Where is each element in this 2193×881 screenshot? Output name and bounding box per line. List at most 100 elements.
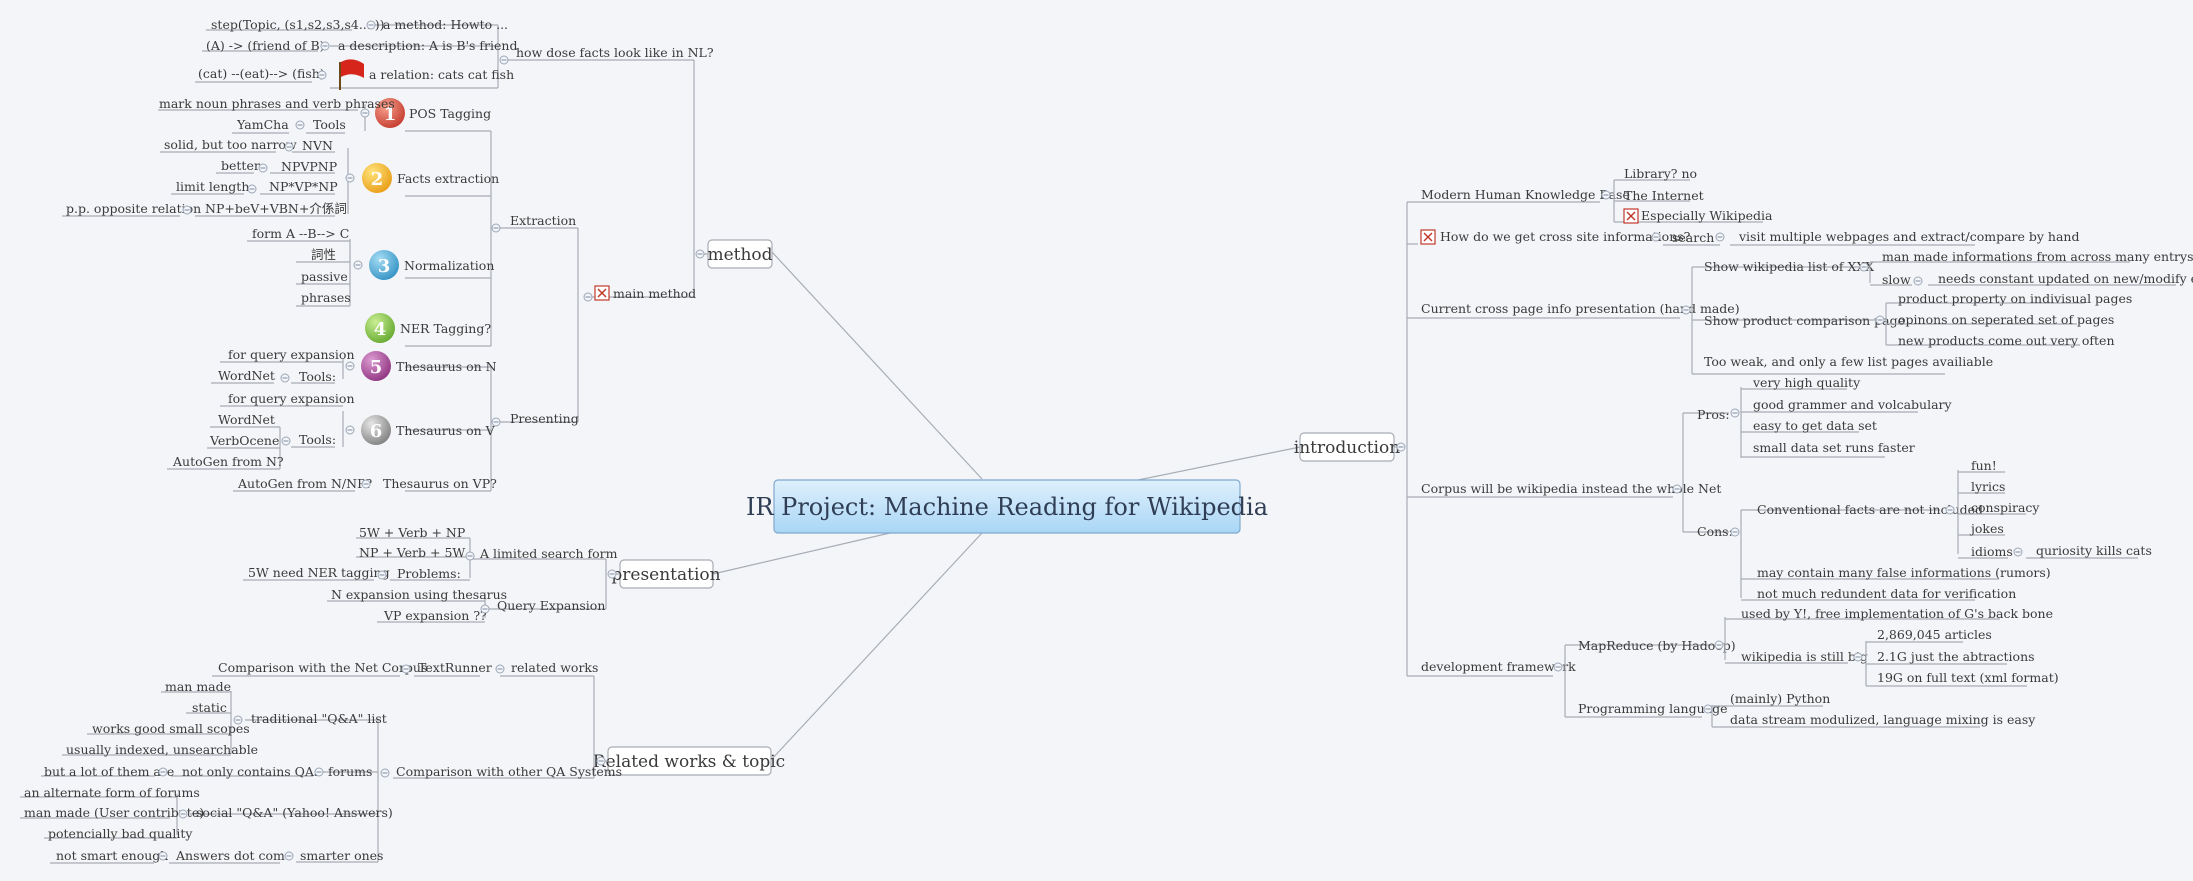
- collapse-toggle-icon[interactable]: [1945, 505, 1955, 515]
- product-page-node[interactable]: Show product comparison page: [1704, 313, 1905, 328]
- thes-n-tools[interactable]: Tools:: [299, 369, 336, 384]
- collapse-toggle-icon[interactable]: [377, 570, 387, 580]
- related-works-node[interactable]: related works: [511, 660, 598, 675]
- pos-tools[interactable]: Tools: [313, 117, 346, 132]
- description-node[interactable]: a description: A is B's friend: [338, 38, 517, 53]
- mapreduce-node[interactable]: MapReduce (by Hadoop): [1578, 638, 1736, 653]
- npvnp[interactable]: NP*VP*NP: [269, 179, 338, 194]
- collapse-toggle-icon[interactable]: [233, 715, 243, 725]
- dev-framework-node[interactable]: development framework: [1421, 659, 1576, 674]
- collapse-toggle-icon[interactable]: [280, 373, 290, 383]
- collapse-toggle-icon[interactable]: [491, 417, 501, 427]
- thes-v-tools[interactable]: Tools:: [299, 432, 336, 447]
- normalization-node[interactable]: Normalization: [404, 258, 494, 273]
- textrunner[interactable]: TextRunner: [418, 660, 492, 675]
- np-rel[interactable]: NP+beV+VBN+介係詞: [205, 201, 347, 216]
- pros-node[interactable]: Pros:: [1697, 407, 1730, 422]
- branch-related-works[interactable]: Related works & topic: [593, 746, 785, 776]
- collapse-toggle-icon[interactable]: [491, 223, 501, 233]
- extraction-node[interactable]: Extraction: [510, 213, 576, 228]
- collapse-toggle-icon[interactable]: [1553, 662, 1563, 672]
- search-node[interactable]: search: [1672, 230, 1714, 245]
- collapse-toggle-icon[interactable]: [353, 260, 363, 270]
- cons-node[interactable]: Cons:: [1697, 524, 1733, 539]
- collapse-toggle-icon[interactable]: [258, 163, 268, 173]
- collapse-toggle-icon[interactable]: [314, 767, 324, 777]
- collapse-toggles[interactable]: [158, 20, 2023, 861]
- collapse-toggle-icon[interactable]: [361, 479, 371, 489]
- collapse-toggle-icon[interactable]: [1672, 484, 1682, 494]
- collapse-toggle-icon[interactable]: [583, 292, 593, 302]
- collapse-toggle-icon[interactable]: [1730, 408, 1740, 418]
- collapse-toggle-icon[interactable]: [1396, 442, 1406, 452]
- collapse-toggle-icon[interactable]: [1913, 276, 1923, 286]
- nl-facts-title[interactable]: how dose facts look like in NL?: [516, 45, 714, 60]
- qa-compare-node[interactable]: Comparison with other QA Systems: [396, 764, 622, 779]
- collapse-toggle-icon[interactable]: [607, 569, 617, 579]
- collapse-toggle-icon[interactable]: [1875, 315, 1885, 325]
- collapse-toggle-icon[interactable]: [2013, 547, 2023, 557]
- pos-tagging-node[interactable]: POS Tagging: [409, 106, 491, 121]
- npvpnp[interactable]: NPVPNP: [281, 159, 337, 174]
- corpus-node[interactable]: Corpus will be wikipedia instead the who…: [1421, 481, 1721, 496]
- collapse-toggle-icon[interactable]: [465, 551, 475, 561]
- collapse-toggle-icon[interactable]: [366, 20, 376, 30]
- collapse-toggle-icon[interactable]: [320, 41, 330, 51]
- collapse-toggle-icon[interactable]: [480, 604, 490, 614]
- collapse-toggle-icon[interactable]: [345, 361, 355, 371]
- collapse-toggle-icon[interactable]: [284, 851, 294, 861]
- slow-node[interactable]: slow: [1882, 272, 1911, 287]
- collapse-toggle-icon[interactable]: [284, 142, 294, 152]
- collapse-toggle-icon[interactable]: [401, 664, 411, 674]
- collapse-toggle-icon[interactable]: [695, 249, 705, 259]
- programming-language-node[interactable]: Programming language: [1578, 701, 1727, 716]
- collapse-toggle-icon[interactable]: [1651, 232, 1661, 242]
- nvn[interactable]: NVN: [302, 138, 333, 153]
- cross-site-node[interactable]: How do we get cross site informations?: [1440, 229, 1691, 244]
- collapse-toggle-icon[interactable]: [1853, 652, 1863, 662]
- ner-tagging-node[interactable]: NER Tagging?: [400, 321, 491, 336]
- collapse-toggle-icon[interactable]: [1730, 527, 1740, 537]
- problems-node[interactable]: Problems:: [397, 566, 461, 581]
- collapse-toggle-icon[interactable]: [158, 767, 168, 777]
- wikipedia-big-node[interactable]: wikipedia is still big: [1741, 649, 1868, 664]
- thesaurus-v-node[interactable]: Thesaurus on V: [396, 423, 496, 438]
- collapse-toggle-icon[interactable]: [345, 425, 355, 435]
- relation-node[interactable]: a relation: cats cat fish: [369, 67, 514, 82]
- collapse-toggle-icon[interactable]: [495, 664, 505, 674]
- collapse-toggle-icon[interactable]: [158, 851, 168, 861]
- collapse-toggle-icon[interactable]: [1703, 704, 1713, 714]
- howto-node[interactable]: a method: Howto ...: [383, 17, 508, 32]
- root-topic[interactable]: IR Project: Machine Reading for Wikipedi…: [746, 479, 1268, 534]
- wiki-list-node[interactable]: Show wikipedia list of XXX: [1704, 259, 1874, 274]
- thesaurus-n-node[interactable]: Thesaurus on N: [396, 359, 497, 374]
- branch-presentation[interactable]: presentation: [611, 559, 721, 589]
- facts-extraction-node[interactable]: Facts extraction: [397, 171, 499, 186]
- collapse-toggle-icon[interactable]: [499, 55, 509, 65]
- branch-method[interactable]: method: [707, 239, 773, 269]
- main-method-node[interactable]: main method: [613, 286, 696, 301]
- collapse-toggle-icon[interactable]: [182, 205, 192, 215]
- collapse-toggle-icon[interactable]: [1601, 190, 1611, 200]
- knowledge-base-node[interactable]: Modern Human Knowledge Base: [1421, 187, 1630, 202]
- collapse-toggle-icon[interactable]: [317, 70, 327, 80]
- collapse-toggle-icon[interactable]: [1714, 640, 1724, 650]
- presenting-node[interactable]: Presenting: [510, 411, 579, 426]
- traditional-qa[interactable]: traditional "Q&A" list: [251, 711, 387, 726]
- limited-form-node[interactable]: A limited search form: [479, 546, 618, 561]
- collapse-toggle-icon[interactable]: [596, 756, 606, 766]
- smarter-ones[interactable]: smarter ones: [300, 848, 383, 863]
- collapse-toggle-icon[interactable]: [1681, 305, 1691, 315]
- idioms[interactable]: idioms: [1971, 544, 2013, 559]
- conventional-facts[interactable]: Conventional facts are not included: [1757, 502, 1983, 517]
- thesaurus-vp-node[interactable]: Thesaurus on VP?: [383, 476, 497, 491]
- collapse-toggle-icon[interactable]: [295, 120, 305, 130]
- collapse-toggle-icon[interactable]: [360, 108, 370, 118]
- collapse-toggle-icon[interactable]: [1859, 262, 1869, 272]
- branch-introduction[interactable]: introduction: [1294, 432, 1400, 462]
- collapse-toggle-icon[interactable]: [247, 184, 257, 194]
- collapse-toggle-icon[interactable]: [1715, 232, 1725, 242]
- query-expansion-node[interactable]: Query Expansion: [497, 598, 605, 613]
- collapse-toggle-icon[interactable]: [178, 809, 188, 819]
- social-qa[interactable]: social "Q&A" (Yahoo! Answers): [196, 805, 393, 820]
